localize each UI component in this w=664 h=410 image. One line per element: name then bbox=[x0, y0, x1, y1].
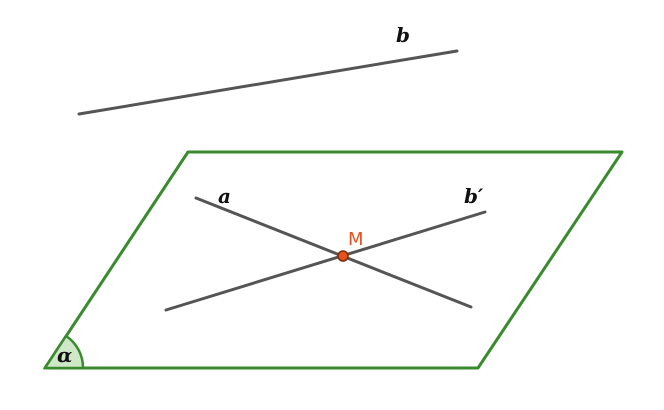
label-line-b: b bbox=[396, 23, 410, 47]
line-b bbox=[77, 49, 459, 116]
line-b-prime bbox=[164, 210, 487, 312]
line-a bbox=[194, 196, 473, 309]
label-line-b-prime: b′ bbox=[464, 184, 484, 208]
label-plane-alpha: α bbox=[57, 343, 72, 367]
label-line-a: a bbox=[218, 184, 231, 208]
label-point-m: M bbox=[348, 229, 364, 250]
plane-angle-marker bbox=[42, 334, 85, 370]
plane-alpha bbox=[43, 150, 624, 370]
point-m bbox=[337, 250, 349, 262]
